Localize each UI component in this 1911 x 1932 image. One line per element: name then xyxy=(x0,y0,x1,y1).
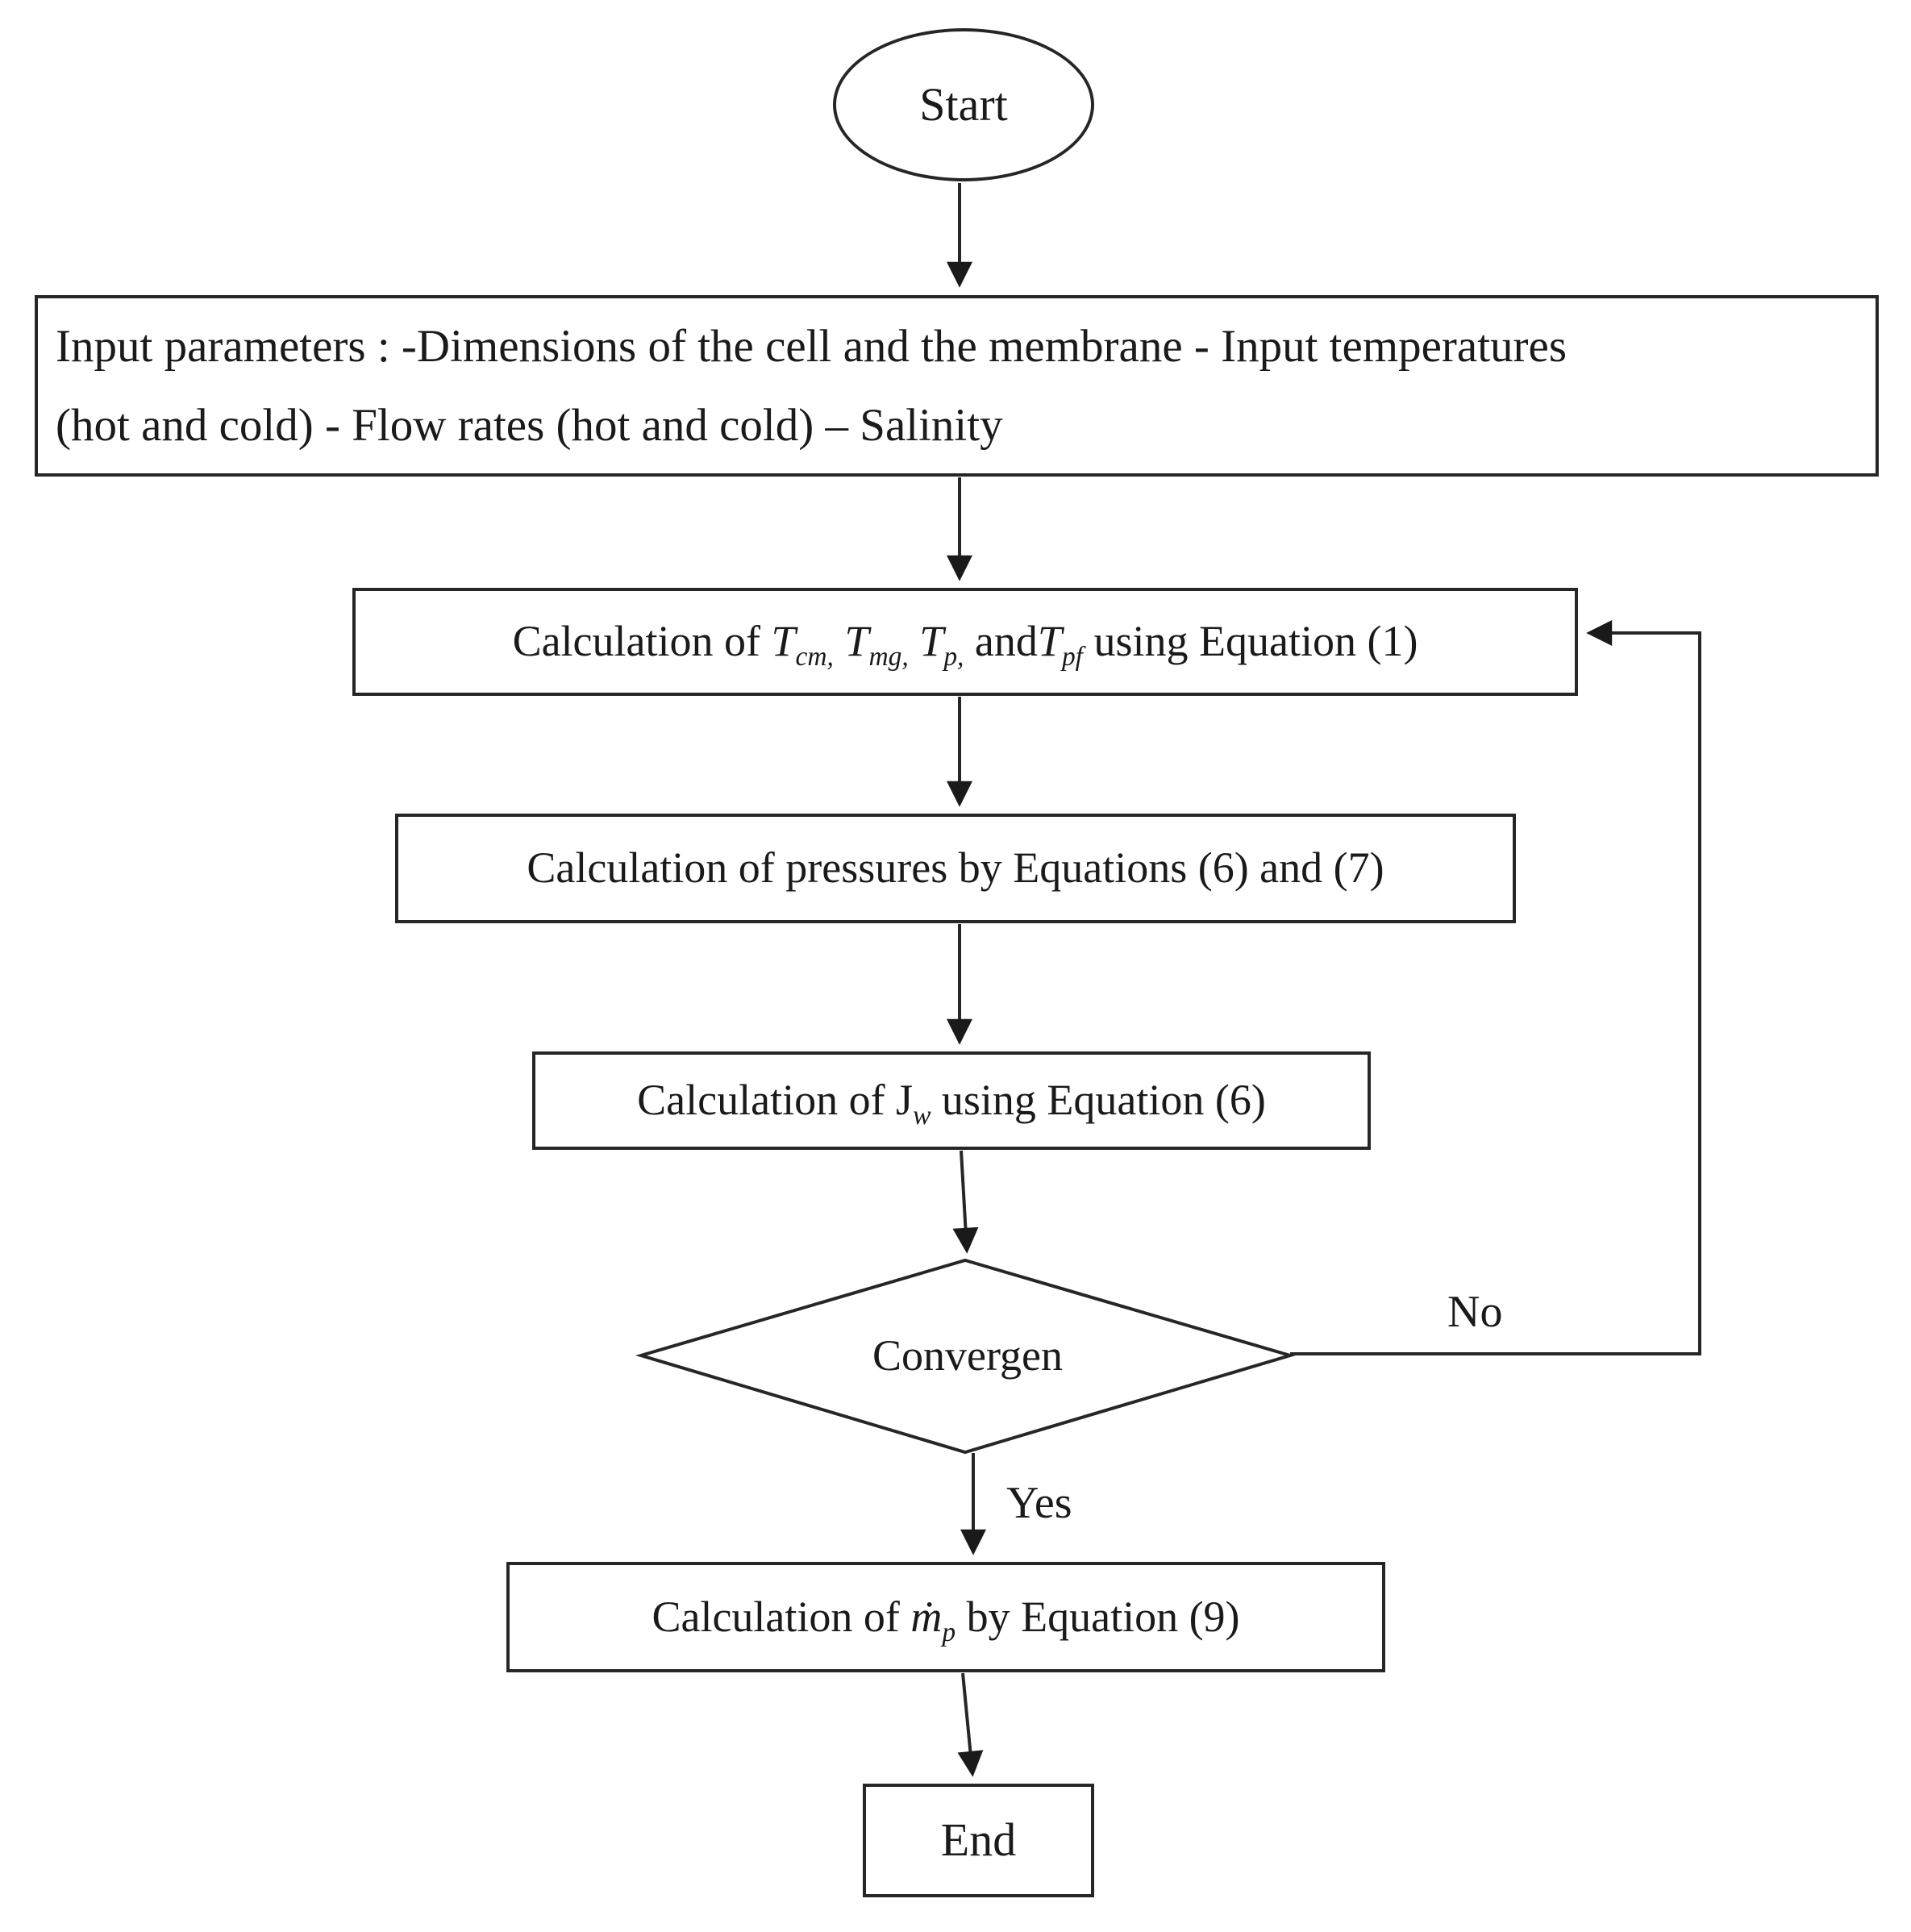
arrow-jw-to-convergence xyxy=(952,1150,979,1254)
calc-mp-sub: p xyxy=(942,1617,956,1647)
calc-temps-seg xyxy=(834,617,845,665)
node-calc-temperatures: Calculation of Tcm, Tmg, Tp, andTpf usin… xyxy=(352,588,1578,696)
calc-temps-sub: p, xyxy=(943,642,964,672)
calc-jw-seg: Calculation of J xyxy=(637,1076,914,1125)
calc-temps-var: T xyxy=(919,617,944,666)
edge-label-no: No xyxy=(1447,1287,1503,1337)
calc-temps-sub: pf xyxy=(1061,642,1083,672)
calc-temps-var: T xyxy=(1037,617,1062,666)
calc-mp-text: Calculation of ṁp by Equation (9) xyxy=(652,1590,1240,1647)
calc-temps-seg: Calculation of xyxy=(512,617,772,666)
calc-temps-seg xyxy=(909,617,920,665)
node-convergence-label: Convergen xyxy=(872,1331,1063,1380)
arrow-convergence-no-loop xyxy=(1290,620,1701,1355)
calc-jw-text: Calculation of Jw using Equation (6) xyxy=(637,1073,1266,1131)
node-input-parameters: Input parameters : -Dimensions of the ce… xyxy=(35,295,1879,477)
input-parameters-line-1: Input parameters : -Dimensions of the ce… xyxy=(56,321,1568,373)
calc-temps-seg: and xyxy=(964,617,1038,666)
calc-mp-seg: by Equation (9) xyxy=(956,1592,1240,1641)
node-end-label: End xyxy=(940,1813,1017,1867)
node-start-label: Start xyxy=(919,77,1008,131)
calc-temps-sub: mg, xyxy=(868,642,909,672)
arrow-mp-to-end xyxy=(957,1672,984,1777)
calc-jw-seg: using Equation (6) xyxy=(931,1076,1266,1125)
calc-pressures-text: Calculation of pressures by Equations (6… xyxy=(527,843,1384,893)
node-end: End xyxy=(863,1784,1094,1897)
node-calc-mp: Calculation of ṁp by Equation (9) xyxy=(506,1562,1385,1672)
calc-temps-seg: using Equation (1) xyxy=(1082,617,1418,666)
calc-temps-var: T xyxy=(844,617,869,666)
node-start: Start xyxy=(833,28,1094,181)
input-parameters-line-2: (hot and cold) - Flow rates (hot and col… xyxy=(56,399,1003,451)
calc-temperatures-text: Calculation of Tcm, Tmg, Tp, andTpf usin… xyxy=(512,614,1418,672)
node-calc-jw: Calculation of Jw using Equation (6) xyxy=(532,1051,1371,1150)
calc-jw-sub: w xyxy=(913,1101,931,1131)
calc-mp-seg: Calculation of xyxy=(652,1592,911,1641)
node-calc-pressures: Calculation of pressures by Equations (6… xyxy=(395,814,1516,923)
calc-temps-sub: cm, xyxy=(795,642,834,672)
edge-label-yes: Yes xyxy=(1006,1478,1072,1528)
calc-mp-var: ṁ xyxy=(910,1592,943,1641)
calc-temps-var: T xyxy=(771,617,796,666)
